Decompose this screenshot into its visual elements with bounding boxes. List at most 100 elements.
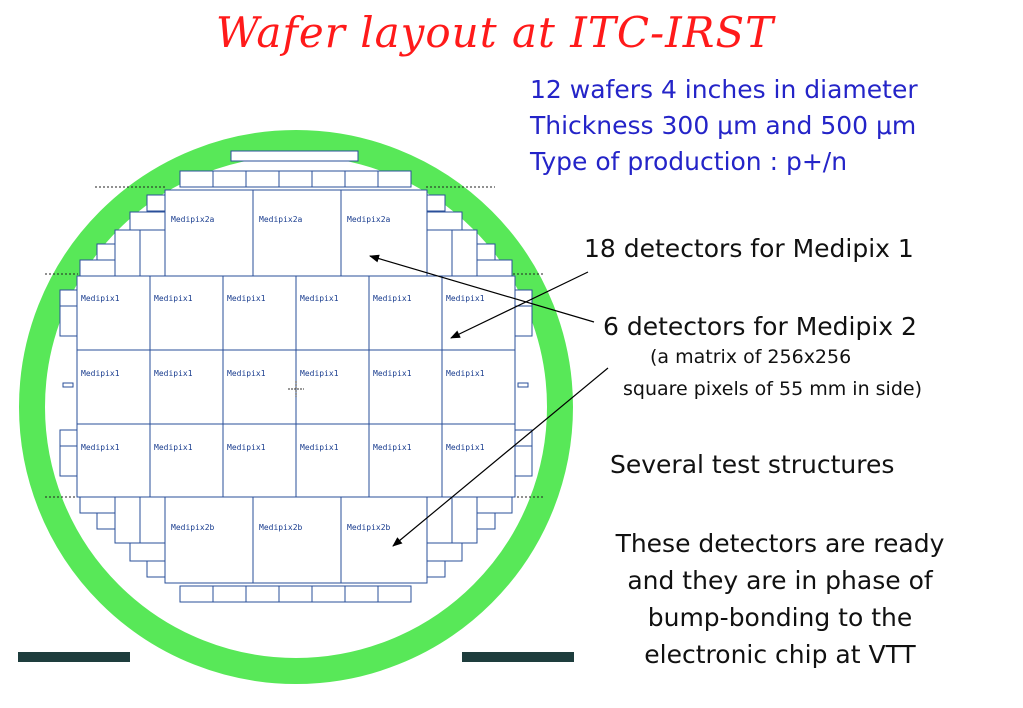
medipix1-label: Medipix1 bbox=[227, 443, 266, 452]
medipix1-detector bbox=[149, 275, 224, 351]
medipix1-annotation: 18 detectors for Medipix 1 bbox=[584, 234, 914, 263]
alignment-mark-right bbox=[517, 382, 529, 388]
medipix2b-label: Medipix2b bbox=[259, 523, 303, 532]
test-structure bbox=[212, 170, 247, 188]
medipix1-detector bbox=[76, 423, 151, 498]
test-structure bbox=[146, 194, 166, 212]
test-structure bbox=[139, 496, 166, 544]
medipix1-detector bbox=[295, 275, 370, 351]
arrow-medipix1 bbox=[450, 271, 589, 339]
flat-marker-right bbox=[462, 652, 574, 662]
test-structure bbox=[59, 429, 78, 447]
medipix1-label: Medipix1 bbox=[154, 443, 193, 452]
medipix1-label: Medipix1 bbox=[227, 369, 266, 378]
test-structure bbox=[426, 229, 453, 277]
medipix1-detector bbox=[368, 349, 443, 425]
test-structure bbox=[129, 211, 166, 231]
medipix1-detector bbox=[149, 349, 224, 425]
medipix1-label: Medipix1 bbox=[446, 443, 485, 452]
medipix2b-detector bbox=[340, 496, 428, 584]
status-note-line1: These detectors are ready bbox=[615, 529, 945, 558]
test-structure bbox=[79, 259, 116, 277]
test-structure bbox=[344, 170, 379, 188]
medipix1-detector bbox=[441, 423, 516, 498]
medipix1-detector bbox=[368, 275, 443, 351]
status-note-line2: and they are in phase of bbox=[627, 566, 933, 595]
medipix1-detector bbox=[76, 275, 151, 351]
status-note-line3: bump-bonding to the bbox=[647, 603, 913, 632]
medipix2-annotation: 6 detectors for Medipix 2 bbox=[603, 312, 917, 341]
test-structure bbox=[476, 243, 496, 261]
matrix-note-line2: square pixels of 55 mm in side) bbox=[623, 378, 922, 400]
medipix1-label: Medipix1 bbox=[446, 369, 485, 378]
test-structure bbox=[245, 585, 280, 603]
test-structure bbox=[426, 542, 463, 562]
test-structure bbox=[311, 170, 346, 188]
test-structure bbox=[139, 229, 166, 277]
medipix2b-label: Medipix2b bbox=[171, 523, 215, 532]
medipix1-grid bbox=[76, 275, 516, 498]
test-strip-bottom bbox=[179, 585, 412, 603]
test-structures-annotation: Several test structures bbox=[610, 450, 895, 479]
test-strip-top bbox=[179, 170, 412, 188]
test-structure bbox=[245, 170, 280, 188]
medipix1-label: Medipix1 bbox=[81, 294, 120, 303]
medipix1-detector bbox=[441, 349, 516, 425]
test-structures-lower-right bbox=[426, 496, 513, 578]
arrow-medipix2b bbox=[392, 367, 609, 547]
medipix1-label: Medipix1 bbox=[373, 369, 412, 378]
annotation-arrows bbox=[369, 254, 609, 547]
medipix1-label: Medipix1 bbox=[446, 294, 485, 303]
medipix1-detector bbox=[222, 275, 297, 351]
medipix1-detector bbox=[295, 349, 370, 425]
test-structure bbox=[451, 229, 478, 277]
medipix1-label: Medipix1 bbox=[300, 369, 339, 378]
test-structure bbox=[426, 496, 453, 544]
medipix2a-detector bbox=[252, 189, 342, 277]
test-structure bbox=[59, 289, 78, 307]
info-wafer-count: 12 wafers 4 inches in diameter bbox=[530, 75, 918, 104]
alignment-mark-left bbox=[62, 382, 74, 388]
test-structure bbox=[179, 585, 214, 603]
wafer-info: 12 wafers 4 inches in diameter Thickness… bbox=[530, 72, 918, 180]
medipix1-label: Medipix1 bbox=[81, 443, 120, 452]
medipix1-label: Medipix1 bbox=[373, 443, 412, 452]
test-structure bbox=[96, 512, 116, 530]
test-structure bbox=[278, 170, 313, 188]
medipix1-detector bbox=[222, 423, 297, 498]
medipix2a-detector bbox=[340, 189, 428, 277]
test-structures-upper-right bbox=[426, 194, 513, 277]
test-structure bbox=[212, 585, 247, 603]
test-structure bbox=[129, 542, 166, 562]
test-structure bbox=[59, 305, 78, 337]
medipix1-label: Medipix1 bbox=[300, 443, 339, 452]
test-structure bbox=[514, 445, 533, 477]
test-structure bbox=[146, 560, 166, 578]
medipix2a-row bbox=[164, 189, 428, 277]
matrix-note-line1: (a matrix of 256x256 bbox=[650, 346, 852, 368]
test-structure bbox=[79, 496, 116, 514]
test-structure bbox=[476, 259, 513, 277]
test-structure bbox=[311, 585, 346, 603]
medipix2a-label: Medipix2a bbox=[259, 215, 303, 224]
test-structures-side-columns bbox=[59, 289, 533, 477]
status-note-line4: electronic chip at VTT bbox=[644, 640, 916, 669]
test-structure bbox=[377, 170, 412, 188]
test-structure bbox=[377, 585, 412, 603]
medipix2b-label: Medipix2b bbox=[347, 523, 391, 532]
test-structure bbox=[114, 229, 141, 277]
medipix2b-detector bbox=[164, 496, 254, 584]
test-structure bbox=[278, 585, 313, 603]
test-structures-upper-left bbox=[79, 194, 166, 277]
test-structure bbox=[476, 496, 513, 514]
page-title: Wafer layout at ITC-IRST bbox=[215, 8, 775, 57]
arrow-medipix2a bbox=[369, 254, 595, 323]
medipix1-detector bbox=[295, 423, 370, 498]
medipix1-label: Medipix1 bbox=[373, 294, 412, 303]
medipix1-label: Medipix1 bbox=[154, 294, 193, 303]
test-structure bbox=[114, 496, 141, 544]
test-structure bbox=[426, 560, 446, 578]
medipix1-detector bbox=[76, 349, 151, 425]
status-note: These detectors are ready and they are i… bbox=[570, 525, 990, 673]
